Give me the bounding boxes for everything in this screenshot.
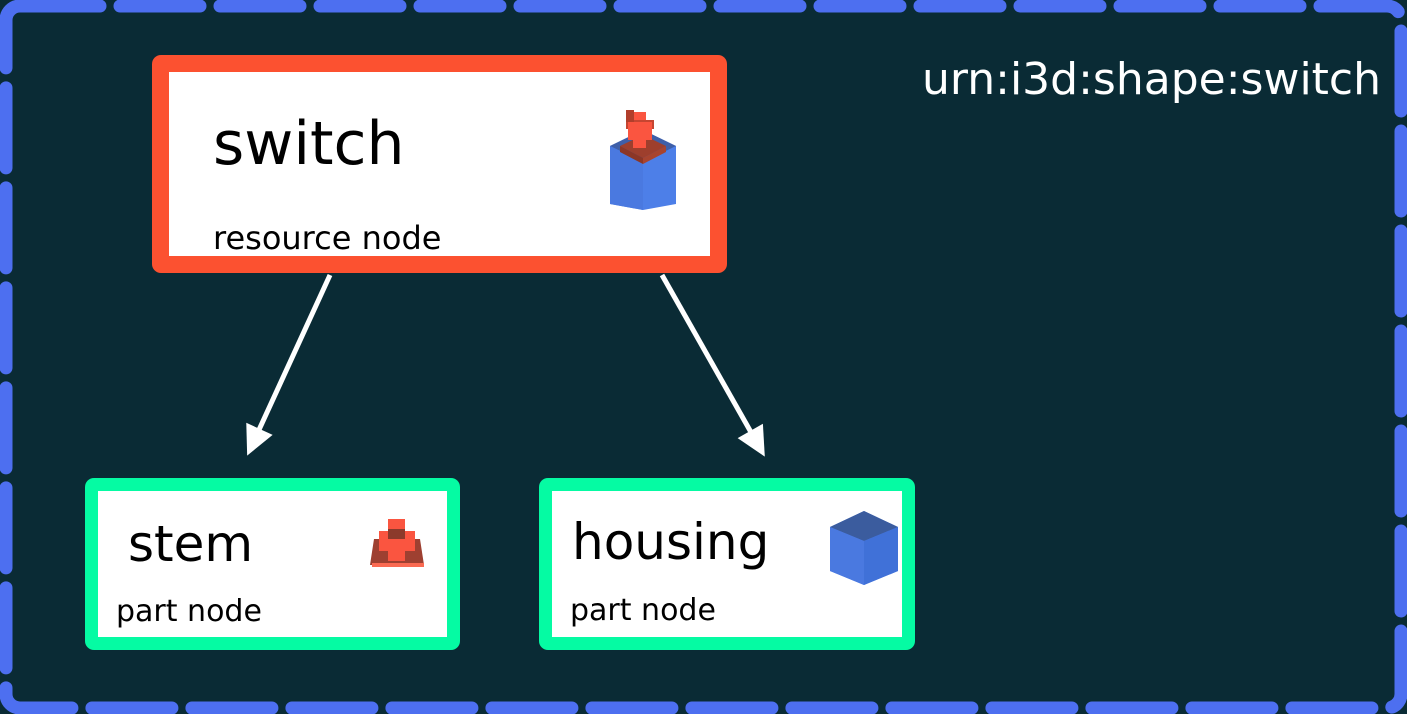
node-switch-label: switch (213, 109, 405, 179)
edge-switch-housing (659, 273, 765, 457)
node-switch-body: switch resource node (169, 72, 710, 256)
node-housing-subtitle: part node (570, 593, 716, 628)
switch-assembly-icon (604, 108, 682, 218)
stem-part-icon (366, 515, 428, 571)
node-housing[interactable]: housing part node (539, 478, 915, 650)
node-housing-label: housing (572, 513, 770, 571)
node-switch[interactable]: switch resource node (152, 55, 727, 273)
node-switch-subtitle: resource node (213, 219, 442, 256)
node-stem-subtitle: part node (116, 594, 262, 629)
node-stem-label: stem (128, 515, 254, 573)
node-housing-body: housing part node (552, 491, 902, 637)
node-stem-body: stem part node (98, 491, 447, 637)
node-stem[interactable]: stem part node (85, 478, 460, 650)
graph-title: urn:i3d:shape:switch (922, 54, 1381, 105)
housing-cube-icon (828, 509, 900, 587)
edge-switch-stem (246, 273, 333, 456)
